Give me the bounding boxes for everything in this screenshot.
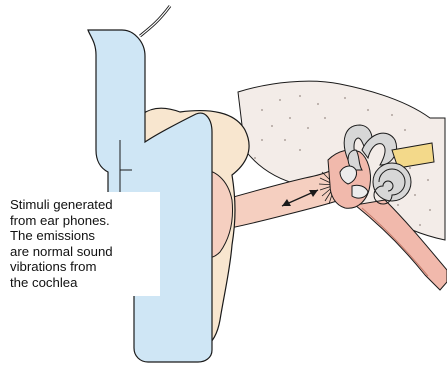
caption-line: the cochlea	[10, 275, 160, 291]
diagram-caption: Stimuli generated from ear phones. The e…	[10, 197, 160, 291]
caption-line: vibrations from	[10, 259, 160, 275]
caption-line: The emissions	[10, 228, 160, 244]
caption-line: Stimuli generated	[10, 197, 160, 213]
caption-line: are normal sound	[10, 244, 160, 260]
ear-phone-cable	[140, 6, 170, 36]
caption-line: from ear phones.	[10, 213, 160, 229]
